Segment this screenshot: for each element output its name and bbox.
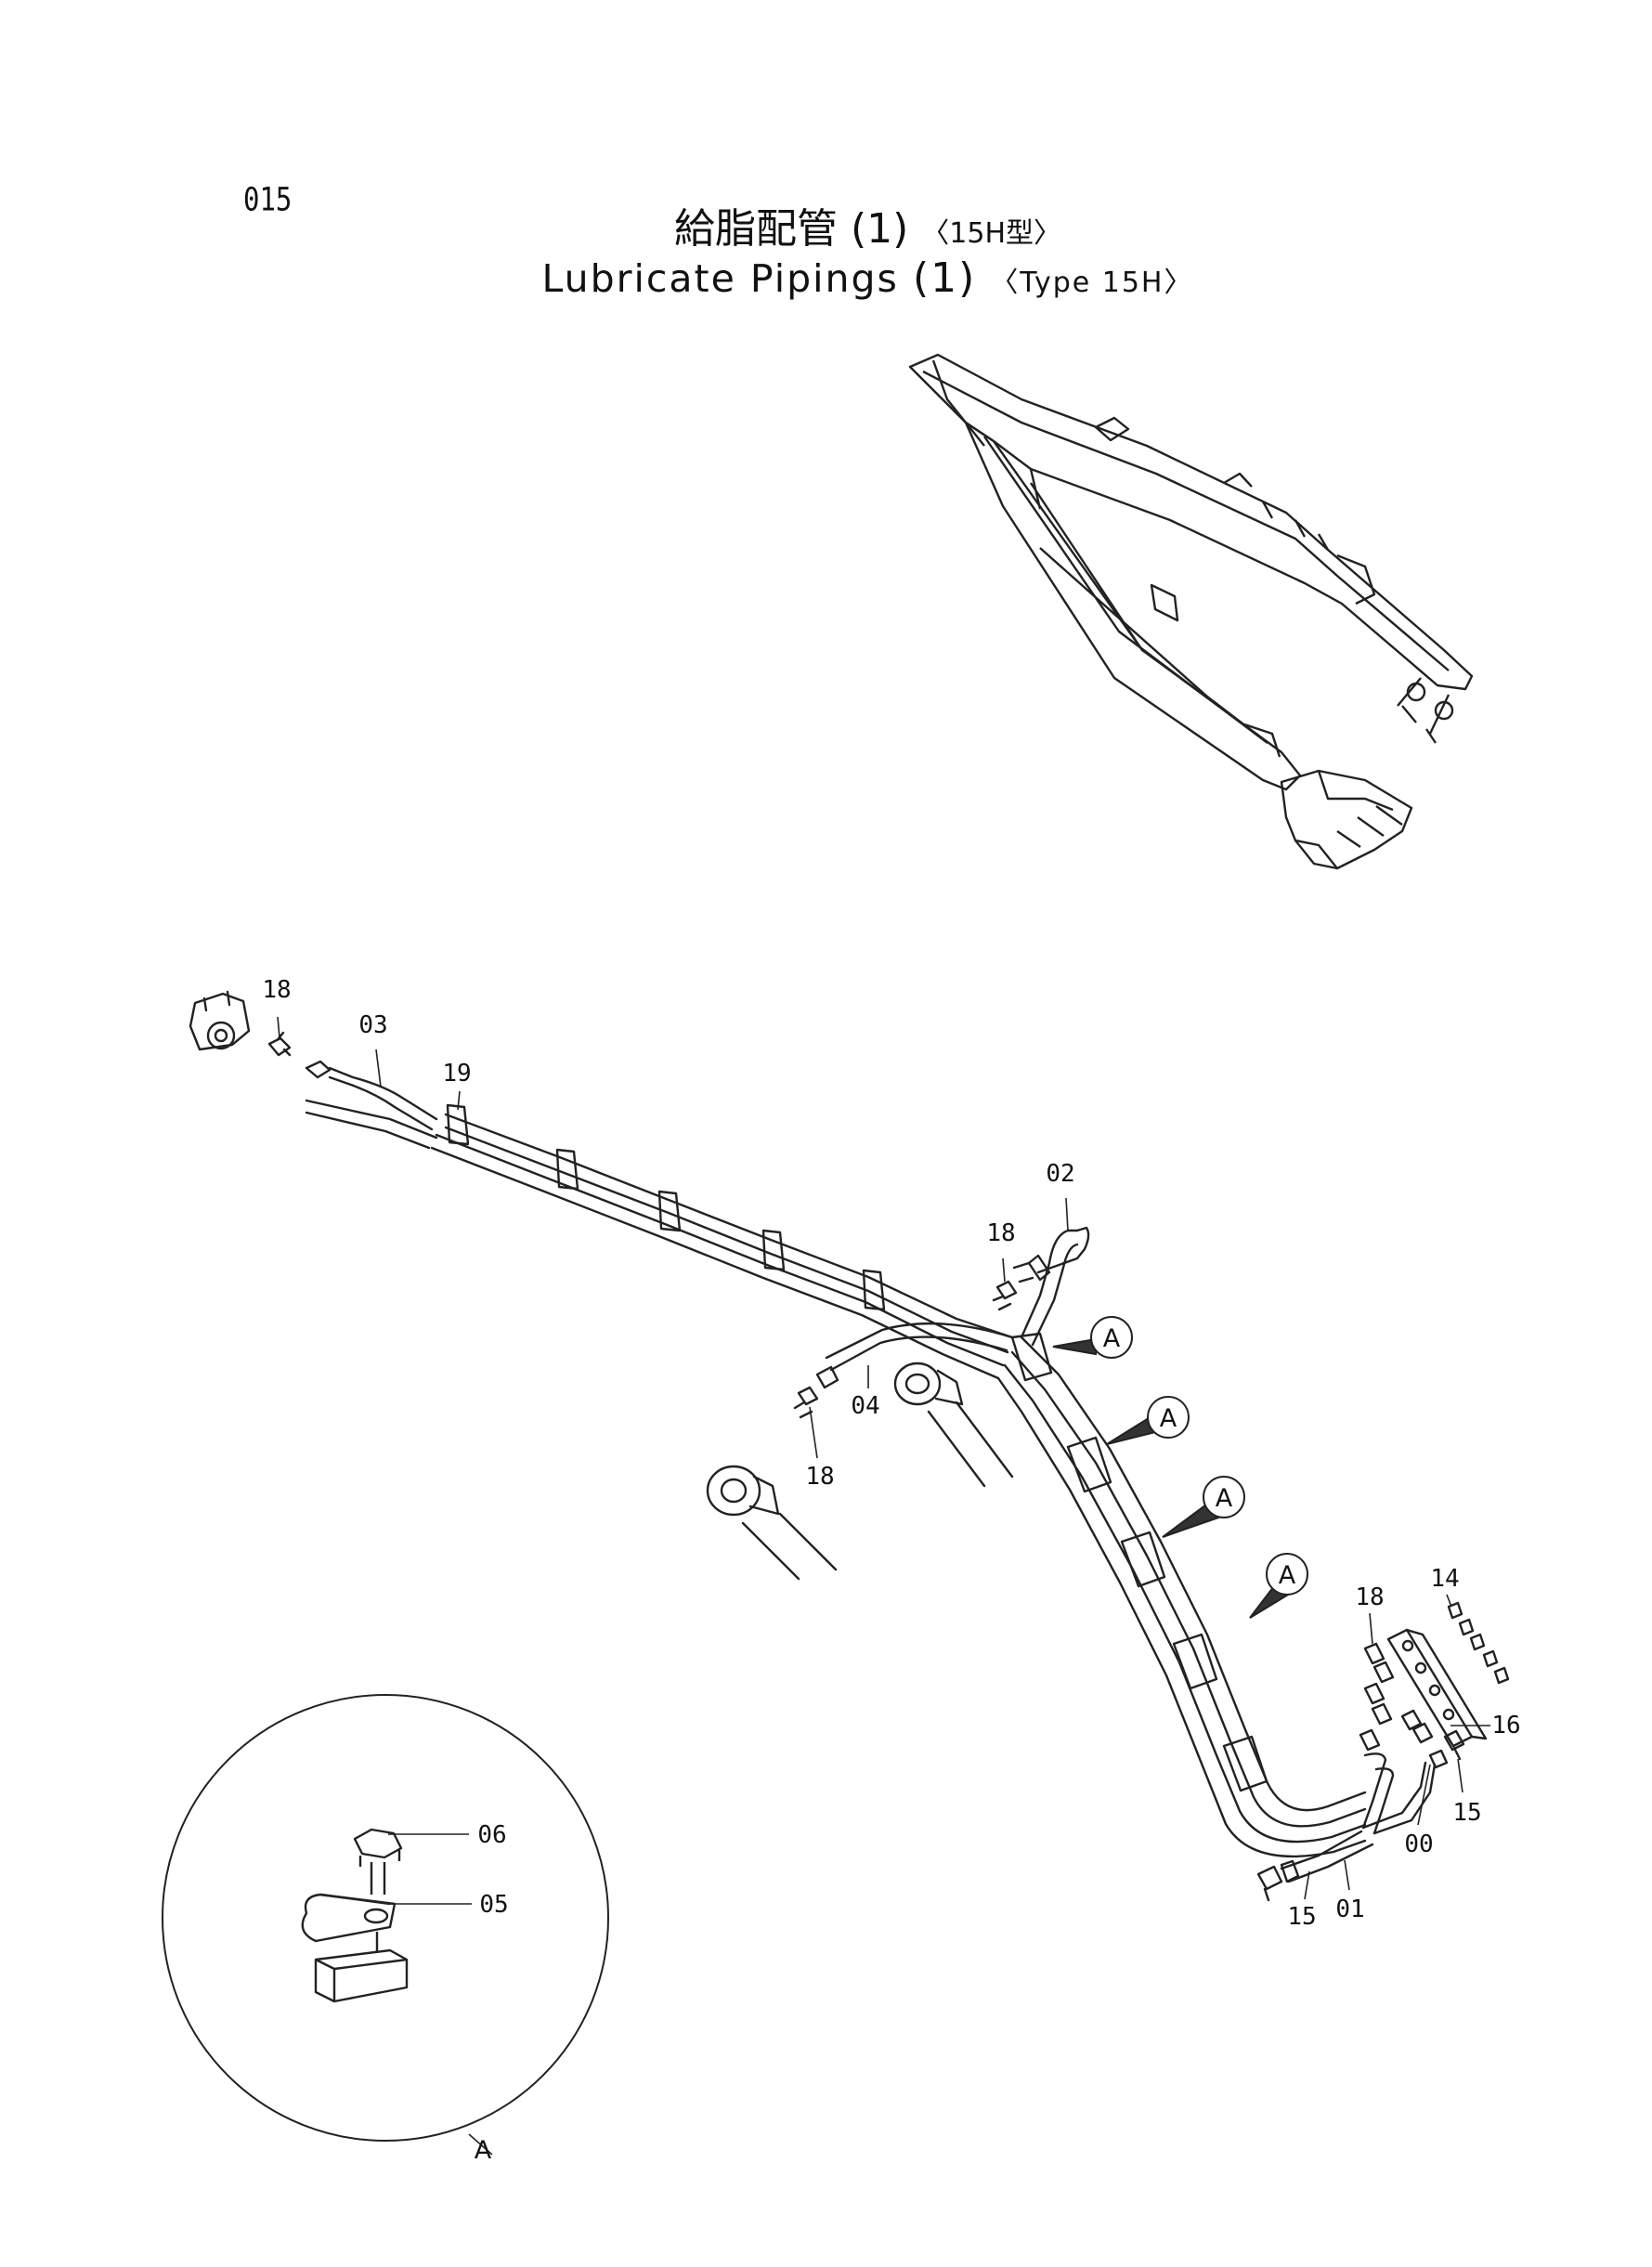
detail-marker-A-3-label: A [1216, 1484, 1233, 1513]
pipe-bundle-long [430, 1113, 1014, 1380]
excavator-front-overview [908, 353, 1474, 870]
callout-18-upper: 18 [262, 976, 291, 1004]
callout-18-lower: 18 [805, 1463, 834, 1491]
callout-19: 19 [442, 1060, 471, 1088]
pipe-clamps-A-lower [1066, 1436, 1268, 1792]
pipe-down-run [996, 1335, 1367, 1858]
callout-06: 06 [477, 1821, 506, 1849]
callout-15-right: 15 [1452, 1799, 1481, 1827]
title-en-text: Lubricate Pipings [541, 256, 899, 301]
page-number: 015 [243, 180, 293, 218]
mounting-block-icon [314, 1932, 409, 2003]
pipe-00 [1361, 1749, 1449, 1835]
title-en-type: 〈Type 15H〉 [990, 267, 1194, 299]
page-title-english: Lubricate Pipings (1) 〈Type 15H〉 [42, 254, 1652, 302]
arm-cylinder-bushing [706, 1465, 838, 1581]
part-callouts: 18 03 19 02 18 04 18 14 18 16 15 00 15 0… [262, 976, 1520, 2165]
callout-14: 14 [1430, 1565, 1459, 1593]
grease-fitting-18-mid [992, 1280, 1018, 1311]
callout-05: 05 [479, 1891, 508, 1919]
upper-grease-point-block [189, 990, 251, 1051]
pipe-02 [1012, 1226, 1090, 1347]
callout-01: 01 [1335, 1896, 1364, 1923]
grease-fitting-18-lower [793, 1386, 819, 1419]
callout-02: 02 [1046, 1160, 1074, 1188]
callout-18-mid: 18 [986, 1219, 1015, 1247]
elbow-15-lower [1256, 1865, 1283, 1902]
title-jp-text: 給脂配管 [673, 205, 838, 253]
arm-outline-icon [964, 421, 1302, 791]
adapters-18-block [1359, 1642, 1395, 1752]
detail-marker-A-2-label: A [1160, 1404, 1177, 1433]
detail-marker-A-2: A [1106, 1396, 1190, 1445]
pipe-01 [1280, 1830, 1374, 1883]
clamp-05-icon [301, 1893, 397, 1943]
callout-00: 00 [1404, 1831, 1433, 1858]
callout-04: 04 [851, 1392, 879, 1420]
callout-15-lower: 15 [1287, 1903, 1316, 1931]
detail-markers: A A A A [1052, 1316, 1308, 1619]
detail-marker-A-4-label: A [1279, 1561, 1296, 1590]
elbow-15-right [1443, 1729, 1465, 1761]
title-jp-type: 〈15H型〉 [921, 217, 1062, 250]
page-title-japanese: 給脂配管 (1) 〈15H型〉 [42, 195, 1652, 254]
grease-fittings-14 [1447, 1601, 1510, 1685]
detail-view-A [162, 1694, 609, 2142]
callout-18-block: 18 [1355, 1583, 1384, 1611]
title-en-index: (1) [912, 254, 977, 302]
callout-16: 16 [1491, 1712, 1520, 1739]
detail-marker-A-3: A [1162, 1476, 1245, 1538]
fittings-16 [1400, 1709, 1434, 1744]
distributor-block [1386, 1628, 1488, 1748]
hose-03 [305, 1060, 438, 1150]
callout-03: 03 [358, 1011, 387, 1039]
bolt-06-icon [353, 1828, 403, 1895]
bucket-outline-icon [1280, 769, 1413, 870]
detail-view-A-label: A [475, 2136, 492, 2165]
hose-04 [815, 1322, 1014, 1389]
lubricate-piping-assembly [189, 990, 1510, 1902]
detail-marker-A-4: A [1249, 1553, 1308, 1619]
detail-marker-A-1: A [1052, 1316, 1133, 1359]
boom-foot-bushing [893, 1362, 1014, 1488]
title-jp-index: (1) [850, 205, 909, 253]
detail-marker-A-1-label: A [1103, 1324, 1121, 1353]
callout-leader-lines [277, 1016, 1490, 2156]
